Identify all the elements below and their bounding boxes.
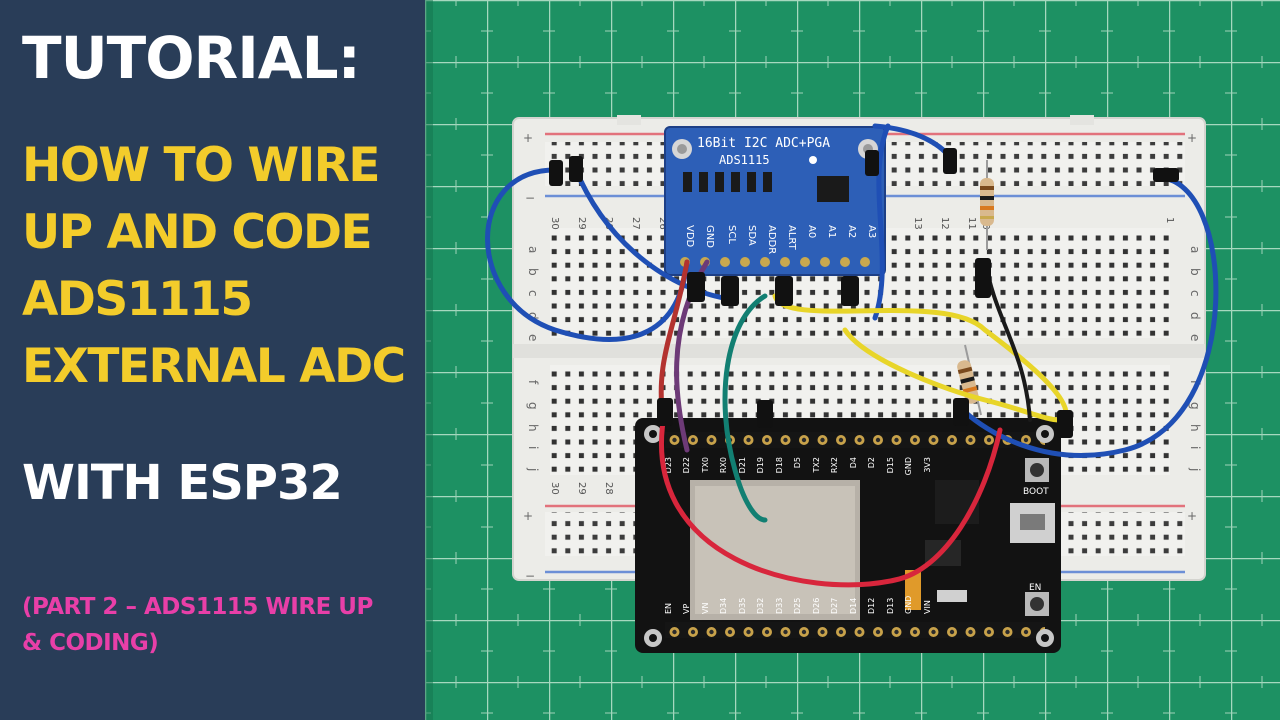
ads-module-title: 16Bit I2C ADC+PGA [697,136,830,151]
rail-plus-left-bottom: + [523,509,533,523]
esp-pin-label: D15 [886,457,895,473]
esp-pin-label: D21 [738,457,747,473]
row-letter: g [526,402,540,410]
esp-pin-label: D2 [867,457,876,468]
en-button-label: EN [1029,583,1041,593]
esp-pin-label: TX2 [812,457,821,473]
row-letter: b [1188,268,1202,276]
esp-pin-label: D33 [775,598,784,614]
title-panel: TUTORIAL: HOW TO WIRE UP AND CODE ADS111… [0,0,425,720]
esp-pin-label: 3V3 [923,457,932,473]
rail-plus-right-top: + [1187,131,1197,145]
ads-pin-label: ALRT [786,225,797,251]
wire-connectors [549,148,1179,438]
subtitle-line-1: HOW TO WIRE [22,138,381,193]
row-letter: i [526,446,540,449]
subtitle-line-2: UP AND CODE [22,205,373,260]
esp-pin-label: D13 [886,598,895,614]
ads-pin-label: A2 [846,225,857,238]
rail-minus-left-bottom: − [525,569,535,583]
esp-pin-label: D4 [849,457,858,468]
row-letter: b [526,268,540,276]
esp-pin-label: VIN [923,600,932,614]
resistor [980,160,994,250]
col-number: 13 [912,217,923,230]
subtitle-line-3: ADS1115 [22,272,253,327]
boot-button-label: BOOT [1023,487,1049,497]
col-number: 1 [1164,217,1175,223]
esp-pin-label: D35 [738,598,747,614]
esp-pin-label: TX0 [701,457,710,473]
ads-pin-label: VDD [684,225,695,248]
row-letter: h [526,424,540,432]
row-letter: c [526,290,540,297]
breadboard-photo: + − + − + + a b c d e f g h i j a b c d … [425,0,1280,720]
ads-pin-label: A0 [806,225,817,238]
row-letter: a [1188,246,1202,253]
esp-pin-label: GND [904,596,913,614]
row-letter: f [1188,380,1202,385]
row-letter: d [1188,312,1202,320]
resistor [957,344,982,416]
rail-minus-left-top: − [525,191,535,205]
esp32-board: D23 D22 TX0 RX0 D21 D19 D18 D5 TX2 RX2 D… [635,418,1061,653]
col-number: 26 [657,217,668,230]
subtitle-line-4: EXTERNAL ADC [22,339,406,394]
rail-plus-right-bottom: + [1187,509,1197,523]
esp-pin-label: D32 [756,598,765,614]
col-number: 30 [549,482,560,495]
row-letter: a [526,246,540,253]
esp-pin-label: GND [904,457,913,475]
esp-pin-label: RX2 [830,457,839,473]
ads-pin-label: SCL [726,225,737,244]
row-letter: j [1188,467,1202,471]
row-letter: j [526,467,540,471]
esp-pin-label: D25 [793,598,802,614]
row-letter: h [1188,424,1202,432]
row-letter: g [1188,402,1202,410]
esp-pin-label: D5 [793,457,802,468]
row-letter: f [526,380,540,385]
esp-pin-label: VN [701,603,710,614]
row-letter: e [1188,334,1202,341]
row-letter: c [1188,290,1202,297]
ads-pin-label: A3 [866,225,877,238]
esp-pin-label: D34 [719,598,728,614]
col-number: 11 [966,217,977,230]
esp-pin-label: D27 [830,598,839,614]
col-number: 27 [630,217,641,230]
esp-pin-label: RX0 [719,457,728,473]
esp-pin-label: VP [682,604,691,614]
row-letter: e [526,334,540,341]
ads-pin-label: SDA [746,225,757,246]
ads-pin-label: ADDR [766,225,777,254]
esp-pin-label: D18 [775,457,784,473]
row-letter: d [526,312,540,320]
col-number: 29 [576,482,587,495]
col-number: 12 [939,217,950,230]
ads-pin-label: A1 [826,225,837,238]
col-number: 30 [549,217,560,230]
esp-pin-label: D23 [664,457,673,473]
row-letter: i [1188,446,1202,449]
tutorial-title: TUTORIAL: [22,24,361,92]
ads-module-name: ADS1115 [719,153,770,167]
esp-pin-label: D26 [812,598,821,614]
ads-pin-label: GND [704,225,715,248]
esp-pin-label: D14 [849,598,858,614]
ads1115-module: 16Bit I2C ADC+PGA ADS1115 VDD GND SCL SD… [664,126,886,276]
with-esp32-line: WITH ESP32 [22,455,343,511]
col-number: 28 [603,482,614,495]
col-number: 29 [576,217,587,230]
esp-pin-label: EN [664,603,673,614]
esp-pin-label: D19 [756,457,765,473]
part-line-1: (PART 2 – ADS1115 WIRE UP [22,594,373,620]
esp-pin-label: D12 [867,598,876,614]
esp-pin-label: D22 [682,457,691,473]
part-line-2: & CODING) [22,630,159,656]
rail-plus-left-top: + [523,131,533,145]
